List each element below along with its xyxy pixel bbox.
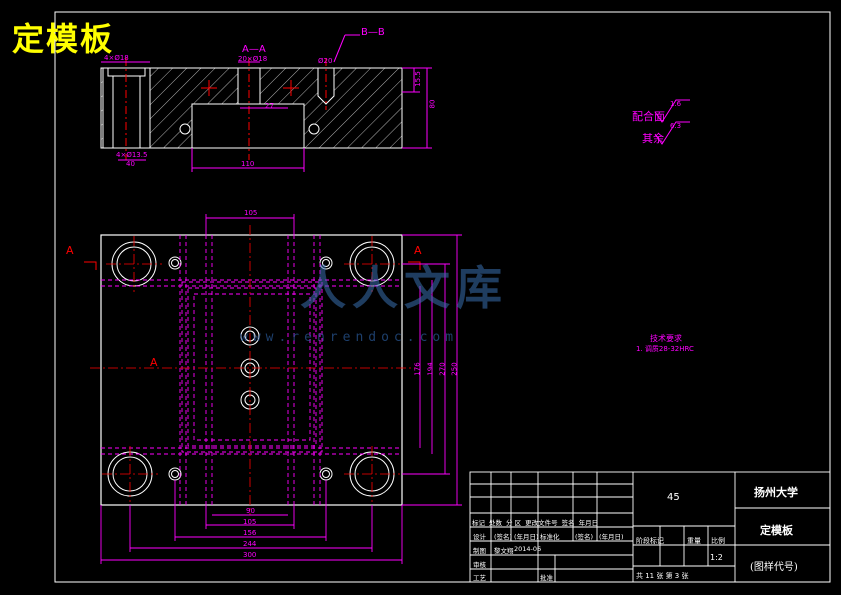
dim-h-250: 250	[450, 362, 459, 376]
tech-req-item1: 1. 调质28-32HRC	[636, 345, 694, 353]
tb-sheet: 共 11 张 第 3 张	[636, 572, 689, 580]
tb-weight: 重量	[687, 537, 701, 545]
dim-top-d3: 4×Ø13.5	[116, 151, 148, 159]
tb-std-date: (年月日)	[599, 533, 624, 541]
tb-scale-label: 比例	[711, 537, 725, 545]
section-bb-label: B—B	[361, 27, 385, 38]
roughness-value-other: 6.3	[670, 122, 682, 130]
dim-h-270: 270	[438, 362, 447, 376]
tb-drawer: 黎文翔	[494, 547, 514, 555]
dim-top-d7: 15.5	[413, 71, 422, 87]
tb-stage: 阶段标记	[636, 537, 664, 545]
dim-w-bottom: 300	[243, 551, 257, 559]
dim-top-d5: 110	[241, 160, 255, 168]
tb-design: 设计	[473, 533, 486, 541]
dim-top-d4: 40	[126, 160, 135, 168]
roughness-other-label: 其余	[642, 132, 664, 145]
tb-review: 审核	[473, 561, 486, 569]
tb-row-label: 更改文件号	[525, 519, 558, 527]
tb-school: 扬州大学	[754, 486, 798, 499]
section-aa-label: A—A	[242, 44, 266, 55]
tb-row-label: 签名	[561, 519, 575, 527]
watermark-text: 人人文库	[300, 261, 508, 315]
dim-w-top: 105	[244, 209, 258, 217]
tb-row-label: 年月日	[578, 519, 599, 527]
dim-top-d6: 80	[428, 99, 437, 109]
section-view	[100, 58, 403, 160]
tb-std: 标准化	[540, 533, 560, 541]
section-dims	[101, 34, 432, 172]
tb-draw-date: 2014-06	[514, 545, 542, 553]
tb-drawing-no: (图样代号)	[750, 562, 798, 573]
dim-top-d9: 27	[265, 102, 274, 110]
dim-h-176: 176	[413, 362, 422, 376]
roughness-mating-label: 配合面	[632, 110, 665, 123]
tb-row-label: 标记	[472, 519, 485, 527]
dim-w-244: 244	[243, 540, 257, 548]
dim-top-d1: 4×Ø18	[104, 54, 129, 62]
title-block-frame	[469, 471, 831, 583]
sheet-border	[54, 11, 831, 583]
watermark-url: www.renrendoc.com	[240, 330, 459, 345]
roughness-value-mating: 1.6	[670, 100, 682, 108]
plan-view	[84, 225, 421, 515]
section-mark-right: A	[414, 244, 422, 257]
tb-draw: 制图	[473, 547, 486, 555]
tb-part-name: 定模板	[760, 524, 793, 537]
tb-material: 45	[667, 492, 680, 503]
dim-top-d8: Ø20	[318, 57, 333, 65]
roughness-symbols	[654, 99, 690, 145]
plan-dims	[100, 214, 462, 564]
tb-row-label: 处数	[489, 519, 502, 527]
tb-design-sig: (签名)	[494, 533, 513, 541]
dim-w-105b: 105	[243, 518, 257, 526]
tb-craft: 工艺	[473, 574, 486, 582]
tb-scale: 1:2	[710, 553, 723, 562]
section-mark-center: A	[150, 356, 158, 369]
tb-row-label: 分 区	[506, 519, 522, 527]
drawing-title: 定模板	[12, 20, 115, 58]
dim-w-90: 90	[246, 507, 255, 515]
tb-approve: 批准	[540, 574, 553, 582]
dim-top-d2: 20×Ø18	[238, 55, 268, 63]
tb-std-sig: (签名)	[575, 533, 594, 541]
tech-req-heading: 技术要求	[650, 334, 682, 343]
dim-h-194: 194	[426, 362, 435, 376]
section-mark-left-top: A	[66, 244, 74, 257]
dim-w-156: 156	[243, 529, 257, 537]
tb-row-labels: 标记 处数 分 区 更改文件号 签名 年月日	[472, 517, 598, 527]
tb-design-date: (年月日)	[514, 533, 539, 541]
